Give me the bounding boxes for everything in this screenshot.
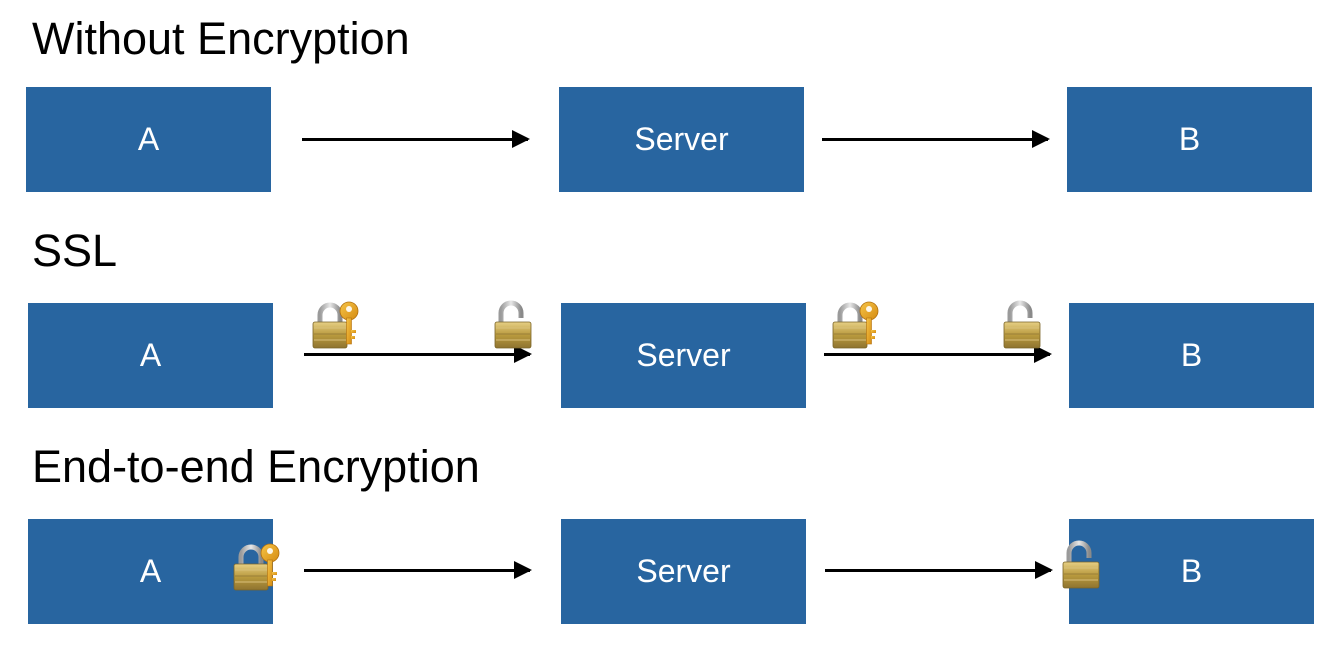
lock-with-key-icon [830, 300, 882, 352]
open-lock-icon [489, 300, 541, 352]
node-server: Server [561, 519, 806, 624]
lock-with-key-icon [310, 300, 362, 352]
node-b: B [1069, 519, 1314, 624]
node-a: A [26, 87, 271, 192]
node-server: Server [561, 303, 806, 408]
node-b: B [1067, 87, 1312, 192]
section-title-without-encryption: Without Encryption [32, 13, 410, 64]
arrow-a-to-server [302, 130, 530, 148]
section-title-ssl: SSL [32, 225, 118, 276]
open-lock-icon [998, 300, 1050, 352]
node-a: A [28, 519, 273, 624]
arrow-a-to-server [304, 345, 532, 363]
node-a: A [28, 303, 273, 408]
arrow-server-to-b [824, 345, 1052, 363]
section-title-end-to-end-encryption: End-to-end Encryption [32, 441, 480, 492]
open-lock-icon [1057, 540, 1109, 592]
arrow-server-to-b [825, 561, 1053, 579]
node-server: Server [559, 87, 804, 192]
node-b: B [1069, 303, 1314, 408]
arrow-a-to-server [304, 561, 532, 579]
lock-with-key-icon [231, 542, 283, 594]
arrow-server-to-b [822, 130, 1050, 148]
